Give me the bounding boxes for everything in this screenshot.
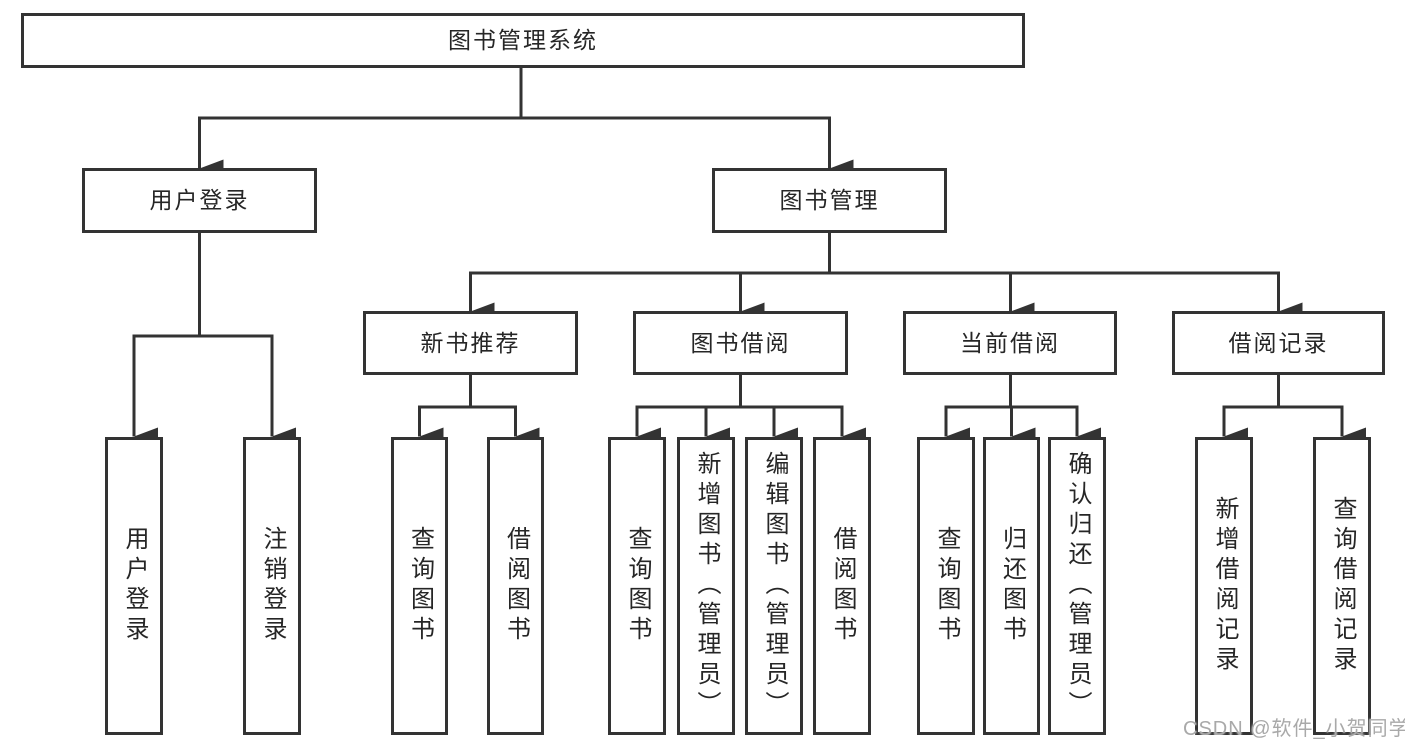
leaf-user-login: 用户登录 [105,437,163,735]
node-label: 新书推荐 [420,329,521,356]
node-label: 查询图书 [624,526,651,646]
node-borrowing-records: 借阅记录 [1172,311,1385,375]
connector-borrowing-records-split [1222,375,1344,409]
leaf-logout: 注销登录 [243,437,301,735]
connector-current-borrowing-split [944,375,1079,409]
node-label: 用户登录 [121,526,148,646]
node-label: 图书管理系统 [448,27,598,53]
node-label: 编辑图书（管理员） [761,451,788,721]
node-book-borrowing: 图书借阅 [633,311,848,375]
leaf-query-books-borrowing: 查询图书 [608,437,666,735]
node-label: 借阅记录 [1228,329,1329,356]
leaf-borrow-books-recommend: 借阅图书 [487,437,544,735]
connector-new-book-split [418,375,517,409]
connector-user-login-split [132,233,274,338]
node-library-management-system: 图书管理系统 [21,13,1025,68]
leaf-edit-books-admin: 编辑图书（管理员） [745,437,803,735]
node-label: 图书借阅 [690,329,791,356]
leaf-return-books: 归还图书 [983,437,1040,735]
node-label: 注销登录 [259,526,286,646]
connector-book-borrowing-split [635,375,844,409]
node-label: 查询图书 [406,526,434,646]
connector-root-split [198,68,831,120]
node-new-book-recommendation: 新书推荐 [363,311,578,375]
node-book-management: 图书管理 [712,168,947,233]
watermark: CSDN @软件_小贺同学 [1183,718,1405,740]
node-current-borrowing: 当前借阅 [903,311,1117,375]
leaf-add-borrow-record: 新增借阅记录 [1195,437,1253,735]
node-label: 用户登录 [149,187,250,213]
leaf-query-borrow-record: 查询借阅记录 [1313,437,1371,735]
node-label: 确认归还（管理员） [1064,451,1091,721]
leaf-borrow-books-borrowing: 借阅图书 [813,437,871,735]
node-label: 图书管理 [779,187,880,213]
node-label: 查询图书 [933,526,960,646]
node-label: 新增图书（管理员） [693,451,720,721]
leaf-query-books-current: 查询图书 [917,437,975,735]
node-label: 新增借阅记录 [1211,496,1238,676]
node-label: 借阅图书 [502,526,530,646]
leaf-add-books-admin: 新增图书（管理员） [677,437,735,735]
node-label: 当前借阅 [960,329,1060,356]
connector-book-management-split [469,233,1280,275]
node-label: 借阅图书 [829,526,856,646]
node-label: 归还图书 [998,526,1026,646]
leaf-confirm-return-admin: 确认归还（管理员） [1048,437,1106,735]
leaf-query-books-recommend: 查询图书 [391,437,448,735]
node-label: 查询借阅记录 [1329,496,1356,676]
node-user-login: 用户登录 [82,168,317,233]
